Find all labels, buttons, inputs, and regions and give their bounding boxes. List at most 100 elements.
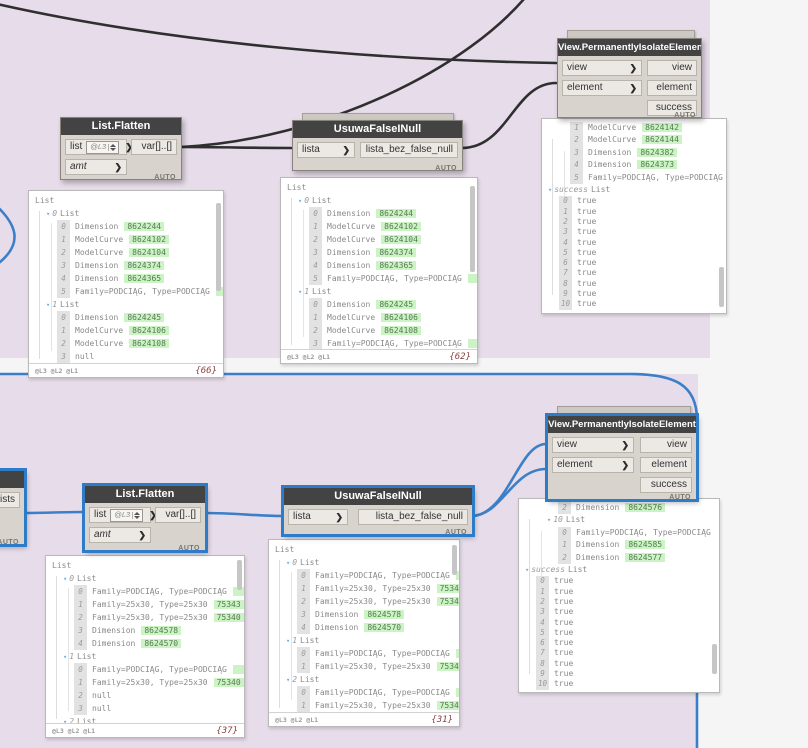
expand-arrow-icon[interactable]: ▾ (525, 565, 530, 574)
port-in-lista[interactable]: lista❯ (297, 142, 355, 158)
wire-lists-to-flatten-bottom[interactable] (21, 510, 85, 515)
wire-flatten-to-usuwa-bottom[interactable] (202, 511, 284, 518)
port-arrow-icon[interactable]: ❯ (138, 530, 146, 540)
port-in-view[interactable]: view❯ (562, 60, 642, 76)
node-title[interactable]: List.Flatten (85, 486, 205, 503)
port-in-element[interactable]: element❯ (562, 80, 642, 96)
port-arrow-icon[interactable]: ❯ (342, 145, 350, 155)
wire-to-view-input-top[interactable] (0, 2, 558, 65)
node-title[interactable]: View.PermanentlyIsolateElement (548, 416, 696, 433)
level-labels[interactable]: @L3 @L2 @L1 (35, 366, 79, 375)
port-out-var-[interactable]: var[]..[] (131, 139, 177, 155)
scrollbar-thumb[interactable] (237, 560, 242, 590)
port-in-element[interactable]: element❯ (552, 457, 634, 473)
node-title[interactable]: UsuwaFalseINull (284, 488, 472, 505)
lacing-level-stepper[interactable]: @L3 (110, 508, 144, 522)
port-arrow-icon[interactable]: ❯ (149, 510, 157, 520)
port-in-lista[interactable]: lista❯ (288, 509, 348, 525)
lacing-label[interactable]: AUTO (154, 174, 176, 181)
scrollbar-thumb[interactable] (712, 644, 717, 674)
wire-flatten-to-usuwa-top[interactable] (179, 145, 293, 150)
port-in-list[interactable]: list@L3❯ (89, 507, 157, 523)
port-in-list[interactable]: list@L3❯ (65, 139, 133, 155)
node-title[interactable]: View.PermanentlyIsolateElement (558, 39, 701, 56)
wire-selected-left-edge[interactable] (0, 200, 16, 268)
expand-arrow-icon[interactable]: ▾ (63, 653, 68, 661)
port-arrow-icon[interactable]: ❯ (629, 63, 637, 73)
expand-arrow-icon[interactable]: ▾ (286, 676, 291, 684)
port-arrow-icon[interactable]: ❯ (621, 440, 629, 450)
port-arrow-icon[interactable]: ❯ (335, 512, 343, 522)
port-out-lista-bez-false-null[interactable]: lista_bez_false_null (360, 142, 458, 158)
expand-arrow-icon[interactable]: ▾ (46, 210, 51, 218)
port-out-lista-bez-false-null[interactable]: lista_bez_false_null (358, 509, 468, 525)
port-out-element[interactable]: element (640, 457, 692, 473)
port-in-view[interactable]: view❯ (552, 437, 634, 453)
expand-arrow-icon[interactable]: ▾ (46, 301, 51, 309)
lacing-level-stepper[interactable]: @L3 (86, 140, 120, 154)
port-arrow-icon[interactable]: ❯ (621, 460, 629, 470)
lacing-label[interactable]: AUTO (435, 165, 457, 172)
node-view-isolate-bottom[interactable]: View.PermanentlyIsolateElement view❯elem… (547, 415, 697, 501)
port-out-view[interactable]: view (640, 437, 692, 453)
scrollbar-thumb[interactable] (216, 203, 221, 291)
expand-arrow-icon[interactable]: ▾ (63, 718, 68, 723)
element-id-chip: 8624585 (625, 540, 666, 550)
node-title[interactable] (0, 471, 24, 488)
lacing-label[interactable]: AUTO (0, 539, 19, 546)
port-in-amt[interactable]: amt❯ (65, 159, 127, 175)
lacing-label[interactable]: AUTO (669, 494, 691, 501)
port-out-lists[interactable]: lists (0, 492, 20, 508)
port-out-success[interactable]: success (647, 100, 697, 116)
port-out-view[interactable]: view (647, 60, 697, 76)
port-arrow-icon[interactable]: ❯ (114, 162, 122, 172)
level-labels[interactable]: @L3 @L2 @L1 (52, 726, 96, 735)
node-list-flatten-top[interactable]: List.Flatten list@L3❯amt❯ var[]..[] AUTO (60, 117, 182, 181)
wire-usuwa-to-element-bottom[interactable] (469, 467, 548, 518)
lacing-label[interactable]: AUTO (178, 545, 200, 552)
node-title[interactable]: UsuwaFalseINull (293, 121, 462, 138)
port-out-element[interactable]: element (647, 80, 697, 96)
node-usuwafalseinull-bottom[interactable]: UsuwaFalseINull lista❯ lista_bez_false_n… (283, 487, 473, 536)
scrollbar-thumb[interactable] (470, 186, 475, 272)
port-in-amt[interactable]: amt❯ (89, 527, 151, 543)
lacing-label[interactable]: AUTO (674, 112, 696, 119)
scrollbar-thumb[interactable] (719, 267, 724, 307)
level-labels[interactable]: @L3 @L2 @L1 (275, 715, 319, 724)
node-view-isolate-top[interactable]: View.PermanentlyIsolateElement view❯elem… (557, 38, 702, 119)
expand-arrow-icon[interactable]: ▾ (63, 575, 68, 583)
wire-usuwa-to-element-top[interactable] (460, 81, 558, 150)
element-id-chip: 8624104 (381, 235, 421, 244)
level-labels[interactable]: @L3 @L2 @L1 (287, 352, 331, 361)
node-partial-lists[interactable]: lists AUTO (0, 470, 25, 546)
port-out-var-[interactable]: var[]..[] (155, 507, 201, 523)
level-value: @L3 (90, 142, 107, 151)
lacing-label[interactable]: AUTO (445, 529, 467, 536)
expand-arrow-icon[interactable]: ▾ (548, 185, 553, 194)
item-value: true (577, 216, 597, 226)
wire-crossing-up[interactable] (179, 0, 533, 149)
node-title[interactable]: List.Flatten (61, 118, 181, 135)
scrollbar-thumb[interactable] (452, 545, 457, 575)
port-out-success[interactable]: success (640, 477, 692, 493)
level-spinner-icon[interactable] (108, 143, 117, 151)
expand-arrow-icon[interactable]: ▾ (298, 197, 303, 205)
expand-arrow-icon[interactable]: ▾ (286, 559, 291, 567)
level-spinner-icon[interactable] (132, 511, 141, 519)
expand-arrow-icon[interactable]: ▾ (286, 637, 291, 645)
expand-arrow-icon[interactable]: ▾ (547, 516, 552, 525)
node-list-flatten-bottom[interactable]: List.Flatten list@L3❯amt❯ var[]..[] AUTO (84, 485, 206, 552)
expand-arrow-icon[interactable]: ▾ (298, 288, 303, 296)
port-arrow-icon[interactable]: ❯ (125, 142, 133, 152)
node-usuwafalseinull-top[interactable]: UsuwaFalseINull lista❯ lista_bez_false_n… (292, 120, 463, 172)
port-arrow-icon[interactable]: ❯ (629, 83, 637, 93)
